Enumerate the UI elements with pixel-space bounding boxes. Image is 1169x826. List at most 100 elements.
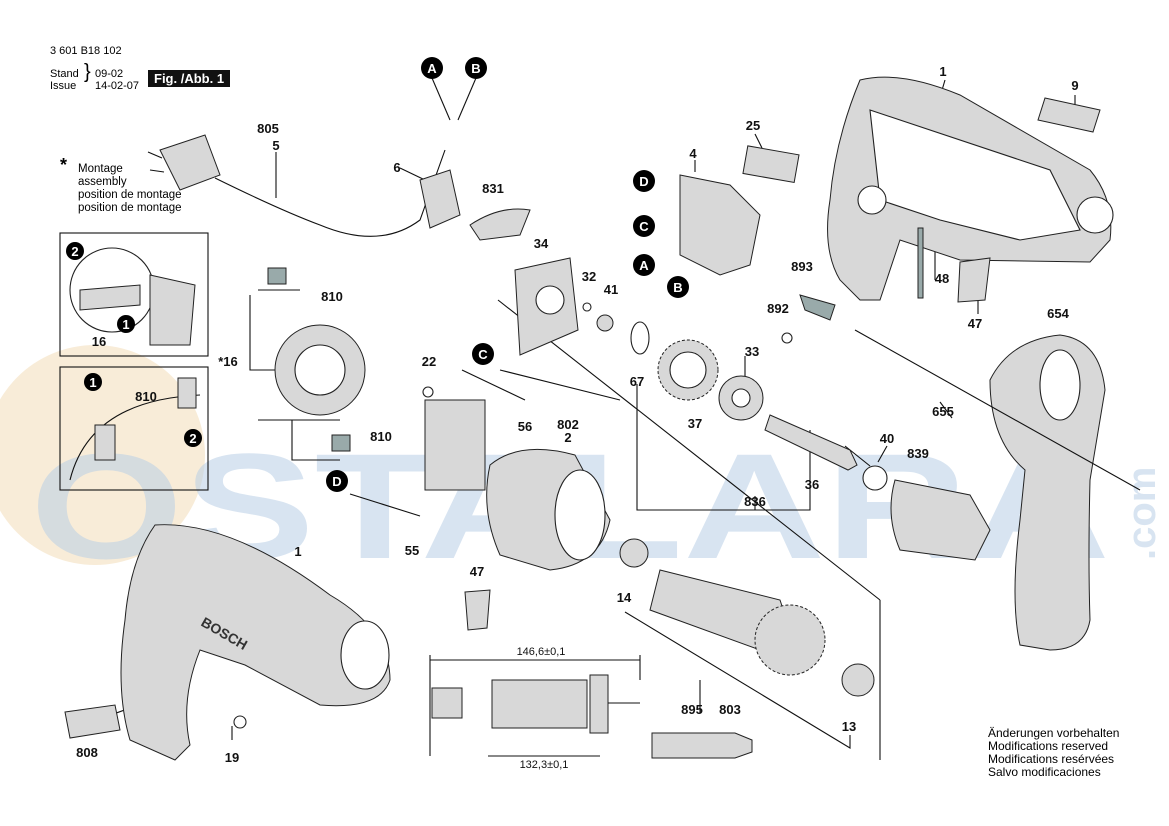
note-line: Modifications reserved	[988, 739, 1109, 753]
svg-text:1: 1	[89, 375, 96, 390]
montage-line: position de montage	[78, 189, 182, 201]
part-label: 810	[370, 429, 392, 444]
callout-c-switch: C	[633, 215, 655, 237]
part-label: 19	[225, 750, 239, 765]
part-label: 13	[842, 719, 856, 734]
montage-star: *	[60, 155, 68, 175]
montage-line: assembly	[78, 176, 127, 188]
part-label: 2	[564, 430, 571, 445]
part-label: 33	[745, 344, 759, 359]
part-label: 895	[681, 702, 703, 717]
montage-line: position de montage	[78, 202, 182, 214]
part-label: 48	[935, 271, 949, 286]
svg-text:2: 2	[189, 431, 196, 446]
callout-step2-top: 2	[66, 242, 84, 260]
armature-dimension-drawing	[429, 655, 641, 757]
part-number-labels: 1 9 805 5 6 25 4 831 34 32 41 893 48 892…	[76, 64, 1078, 765]
inset-assembly-top	[59, 232, 209, 357]
grease-tube-895	[651, 732, 753, 759]
part-label: 839	[907, 446, 929, 461]
note-line: Änderungen vorbehalten	[988, 726, 1120, 740]
watermark-suffix: .com	[1120, 467, 1164, 560]
part-label: 1	[939, 64, 946, 79]
dimension-overall: 146,6±0,1	[517, 646, 566, 658]
part-label: 34	[534, 236, 549, 251]
svg-text:A: A	[427, 61, 437, 76]
part-label: 4	[689, 146, 697, 161]
figure-label: Fig. /Abb. 1	[148, 70, 231, 87]
part-label: 14	[617, 590, 632, 605]
montage-note: * Montage assembly position de montage p…	[60, 156, 182, 215]
dimension-core: 132,3±0,1	[520, 759, 569, 771]
part-label: 41	[604, 282, 618, 297]
callout-b-switch: B	[667, 276, 689, 298]
part-label: 655	[932, 404, 954, 419]
chuck-839	[862, 465, 991, 561]
field-802	[486, 448, 611, 571]
part-label: 32	[582, 269, 596, 284]
callout-a-switch: A	[633, 254, 655, 276]
part-label: 892	[767, 301, 789, 316]
part-label: *16	[218, 354, 238, 369]
part-label: 802	[557, 417, 579, 432]
housing-part-1	[827, 76, 1114, 301]
callout-d-switch: D	[633, 170, 655, 192]
svg-text:B: B	[471, 61, 480, 76]
callout-c-terminal: C	[472, 343, 494, 365]
callout-step1-bottom: 1	[84, 373, 102, 391]
issue-date: 14-02-07	[95, 80, 140, 92]
armature-803	[619, 538, 875, 697]
issue-label: Issue	[50, 80, 77, 92]
part-label: 40	[880, 431, 894, 446]
spindle-36	[764, 414, 858, 471]
part-label: 6	[393, 160, 400, 175]
part-label: 836	[744, 494, 766, 509]
montage-line: Montage	[78, 163, 123, 175]
gear-assembly	[582, 302, 764, 421]
part-label: 67	[630, 374, 644, 389]
svg-text:B: B	[673, 280, 682, 295]
callout-a-top: A	[421, 57, 443, 79]
part-label: 16	[92, 334, 106, 349]
brush-parts	[267, 267, 486, 491]
leader-lines	[74, 77, 1076, 760]
drill-body-lower: BOSCH	[64, 524, 491, 761]
part-label: 37	[688, 416, 702, 431]
part-label: 55	[405, 543, 419, 558]
part-label: 810	[321, 289, 343, 304]
part-label: 25	[746, 118, 760, 133]
power-cord-805	[147, 134, 461, 237]
part-label: 893	[791, 259, 813, 274]
switch-assembly	[469, 145, 800, 356]
part-label: 5	[272, 138, 279, 153]
svg-text:C: C	[639, 219, 649, 234]
part-label: 654	[1047, 306, 1069, 321]
part-label: 22	[422, 354, 436, 369]
label-part-9	[1037, 97, 1101, 133]
callout-b-top: B	[465, 57, 487, 79]
inset-assembly-bottom	[59, 366, 209, 491]
brace-icon: }	[84, 61, 91, 83]
part-label: 803	[719, 702, 741, 717]
note-line: Salvo modificaciones	[988, 765, 1101, 779]
aux-handle-654	[854, 329, 1141, 651]
stand-date: 09-02	[95, 68, 124, 80]
part-label: 9	[1071, 78, 1078, 93]
svg-text:D: D	[639, 174, 648, 189]
change-notes: Änderungen vorbehalten Modifications res…	[988, 727, 1119, 779]
part-label: 831	[482, 181, 504, 196]
part-label: 808	[76, 745, 98, 760]
svg-text:D: D	[332, 474, 341, 489]
part-label: 1	[294, 544, 301, 559]
terminals	[349, 369, 526, 517]
svg-text:1: 1	[122, 317, 129, 332]
part-label: 47	[470, 564, 484, 579]
note-line: Modifications resérvées	[988, 752, 1115, 766]
part-label: 810	[135, 389, 157, 404]
small-parts-right	[781, 227, 991, 344]
stand-label: Stand	[50, 68, 79, 80]
svg-text:A: A	[639, 258, 649, 273]
svg-text:C: C	[478, 347, 488, 362]
part-label: 56	[518, 419, 532, 434]
